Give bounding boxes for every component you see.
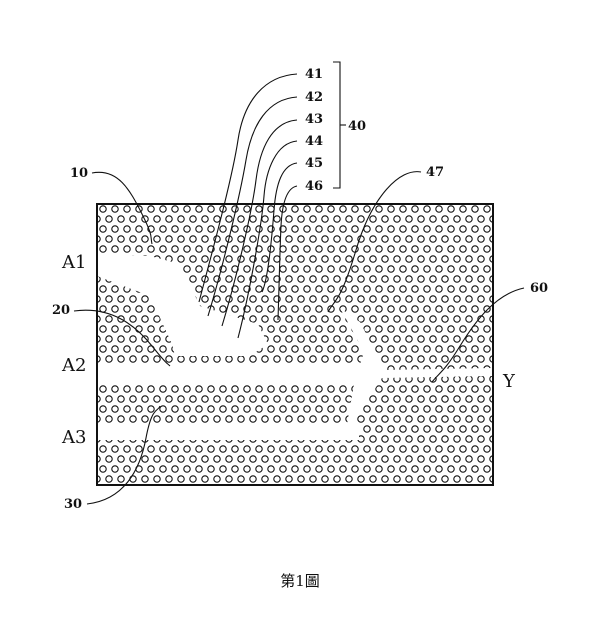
label-y: Y [502,371,516,392]
channel-a3 [97,424,359,440]
label-45: 45 [305,156,323,171]
label-10: 10 [70,166,88,181]
label-41: 41 [305,67,323,82]
label-44: 44 [305,134,323,149]
label-60: 60 [530,281,548,296]
label-20: 20 [52,303,70,318]
label-a1: A1 [61,252,86,273]
label-a2: A2 [61,355,86,376]
label-a3: A3 [61,427,86,448]
crystal-slab [97,204,493,485]
label-30: 30 [64,497,82,512]
label-47: 47 [426,165,444,180]
label-42: 42 [305,90,323,105]
label-43: 43 [305,112,323,127]
figure-caption: 第1圖 [280,572,320,590]
channel-a2 [97,365,367,383]
label-46: 46 [305,179,323,194]
label-40: 40 [348,119,366,134]
